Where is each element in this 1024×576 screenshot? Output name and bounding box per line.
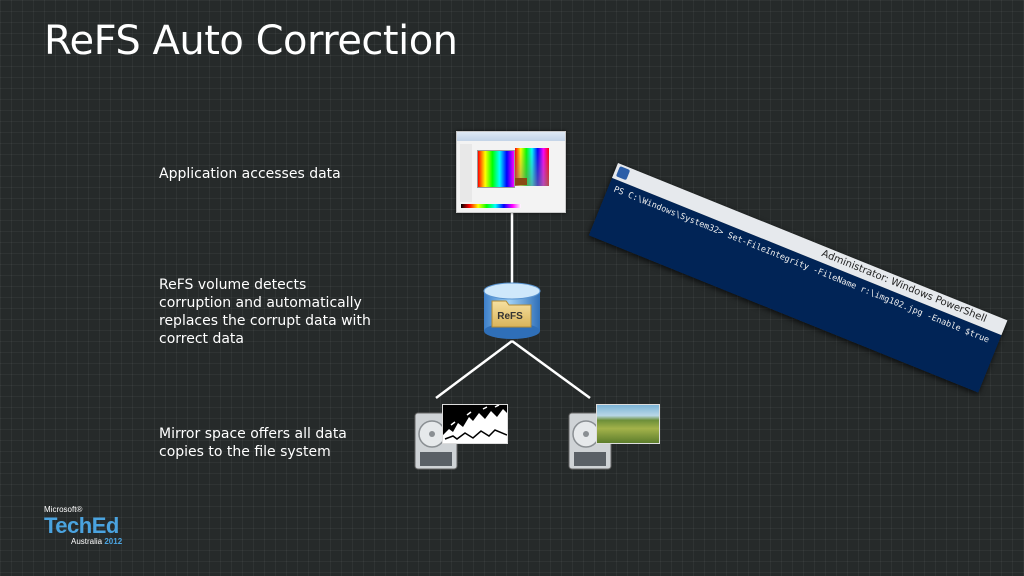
app-color-bar (461, 204, 521, 208)
correct-image-copy (596, 404, 660, 444)
logo-region: Australia 2012 (71, 537, 122, 546)
app-titlebar (457, 132, 565, 141)
caption-mirror-space: Mirror space offers all data copies to t… (159, 426, 347, 460)
refs-volume-icon: ReFS (483, 282, 541, 339)
caption-application-access: Application accesses data (159, 166, 341, 182)
slide-title: ReFS Auto Correction (44, 18, 458, 64)
logo-teched: TechEd (44, 513, 119, 538)
corrupt-image-copy (442, 404, 508, 444)
line-refs-to-right-disk (511, 339, 591, 400)
logo-year: 2012 (104, 537, 123, 546)
application-window-thumbnail (456, 131, 566, 213)
logo-country: Australia (71, 537, 103, 546)
app-toolbar (460, 144, 472, 202)
app-selected-color (515, 178, 527, 185)
caption-refs-detects: ReFS volume detects corruption and autom… (159, 277, 371, 347)
line-refs-to-left-disk (435, 340, 513, 399)
teched-logo: Microsoft® TechEd Australia 2012 (44, 505, 134, 550)
app-color-palette (477, 150, 515, 188)
powershell-icon (615, 165, 631, 181)
logo-microsoft: Microsoft® (44, 505, 83, 514)
refs-label: ReFS (497, 311, 523, 322)
